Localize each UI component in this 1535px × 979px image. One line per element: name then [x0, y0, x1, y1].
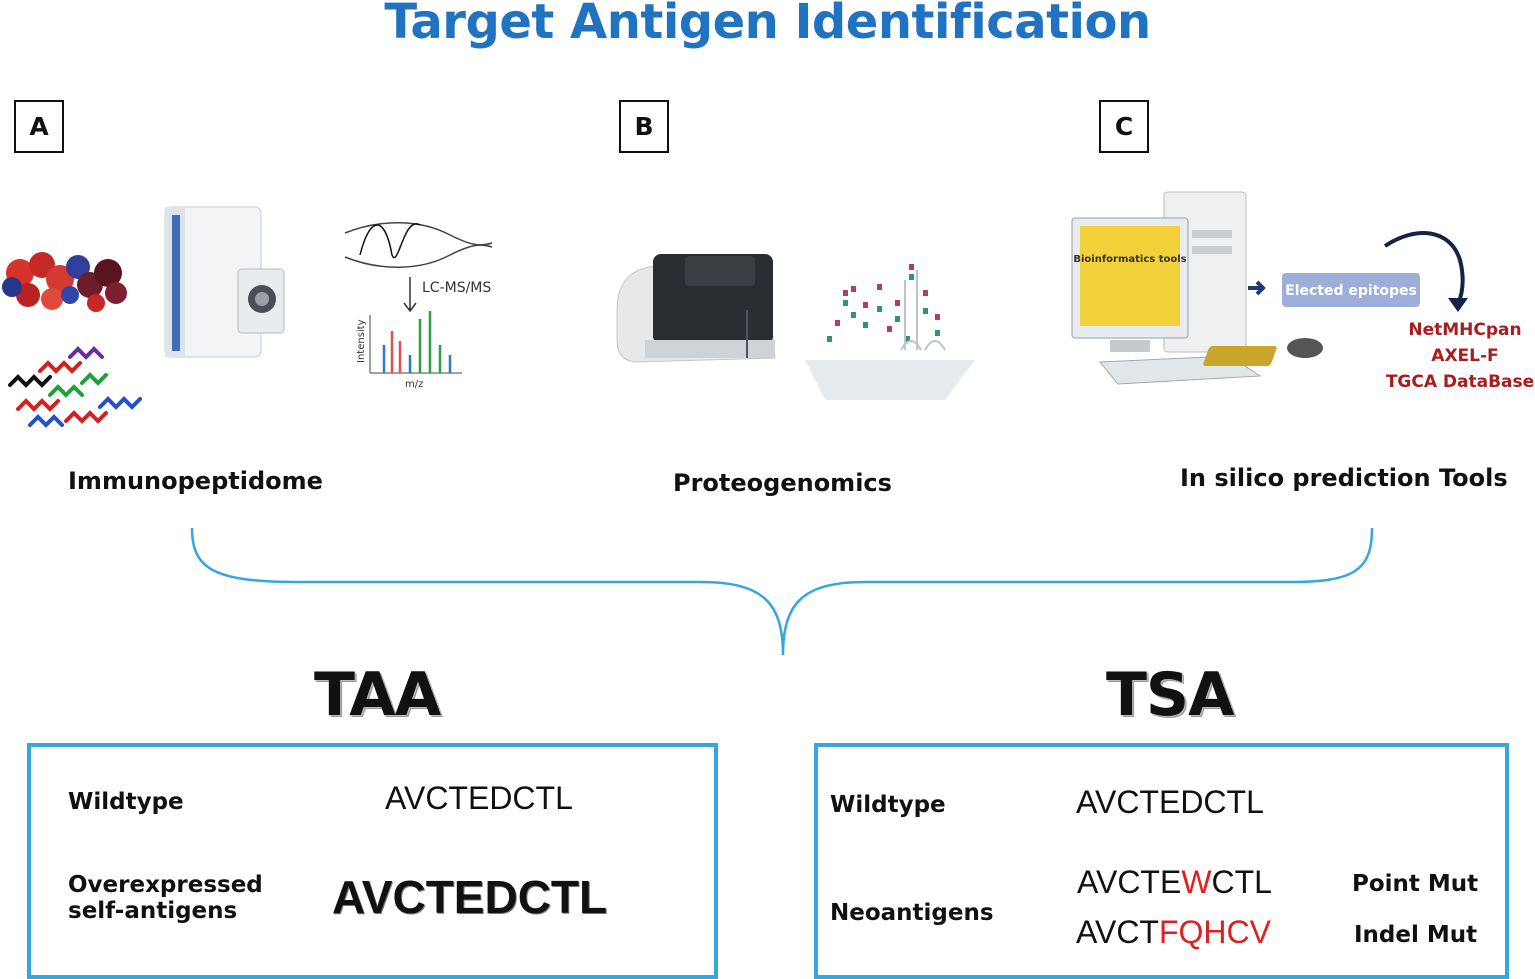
elected-epitopes-label: Elected epitopes — [1285, 283, 1417, 299]
mz-axis-label: m/z — [405, 379, 423, 390]
lc-ms-label: LC-MS/MS — [422, 280, 491, 296]
page-title: Target Antigen Identification — [384, 0, 1151, 50]
indel-seq-prefix: AVCT — [1076, 914, 1159, 950]
point-seq-suffix: CTL — [1211, 864, 1272, 900]
tool-axel-f: AXEL-F — [1431, 346, 1499, 366]
taa-overexpressed-label-line2: self-antigens — [68, 898, 238, 924]
taa-overexpressed-label-line1: Overexpressed — [68, 872, 263, 898]
mass-spectrometer-icon — [164, 206, 285, 358]
method-label-proteogenomics: Proteogenomics — [673, 469, 892, 497]
taa-wildtype-sequence: AVCTEDCTL — [385, 780, 573, 816]
taa-wildtype-label: Wildtype — [68, 789, 184, 815]
tsa-wildtype-label: Wildtype — [830, 792, 946, 818]
tsa-neoantigens-label: Neoantigens — [830, 900, 994, 926]
taa-box — [27, 743, 718, 979]
tsa-box — [814, 743, 1509, 979]
arrow-down-icon — [403, 277, 417, 313]
method-label-immunopeptidome: Immunopeptidome — [68, 467, 323, 495]
indel-mut-label: Indel Mut — [1354, 922, 1478, 948]
taa-overexpressed-sequence: AVCTEDCTL — [332, 871, 608, 923]
elected-epitopes-box — [1282, 273, 1420, 307]
computer-icon — [1071, 191, 1323, 385]
tsa-wildtype-sequence: AVCTEDCTL — [1076, 784, 1264, 820]
tsa-heading: TSA — [1106, 660, 1235, 730]
arrow-right-icon — [1248, 280, 1266, 296]
in-silico-illustration: Bioinformatics tools Elected epitopes — [1071, 191, 1468, 385]
immunopeptidome-illustration: LC-MS/MS Intensity m/z — [2, 206, 493, 428]
panel-label-a: A — [14, 100, 64, 153]
curved-arrow-icon — [1383, 231, 1465, 305]
intensity-axis-label: Intensity — [356, 319, 367, 363]
point-seq-mutation: W — [1181, 864, 1212, 900]
panel-label-c: C — [1099, 100, 1149, 153]
grouping-brace — [190, 527, 1374, 656]
tissue-cells-icon — [2, 252, 127, 312]
taa-heading: TAA — [314, 660, 441, 730]
peptides-icon — [8, 346, 142, 428]
chromatogram-icon — [344, 222, 493, 268]
indel-seq-mutation: FQHCV — [1158, 914, 1271, 950]
panel-label-b: B — [619, 100, 669, 153]
bioinformatics-tools-label: Bioinformatics tools — [1073, 254, 1186, 265]
method-label-in-silico: In silico prediction Tools — [1180, 464, 1508, 492]
point-mut-label: Point Mut — [1352, 871, 1479, 897]
arrow-head-icon — [1448, 298, 1468, 312]
point-seq-prefix: AVCTE — [1077, 864, 1182, 900]
tool-netmhcpan: NetMHCpan — [1408, 320, 1522, 340]
tsa-point-mutation-sequence: AVCTEWCTL — [1077, 864, 1272, 901]
tool-tgca-database: TGCA DataBase — [1385, 372, 1535, 392]
mass-spectrum-icon — [369, 311, 462, 374]
proteogenomics-illustration — [616, 254, 975, 400]
tsa-indel-mutation-sequence: AVCTFQHCV — [1076, 914, 1271, 951]
peptide-array-icon — [805, 264, 975, 400]
sequencer-icon — [616, 254, 776, 363]
